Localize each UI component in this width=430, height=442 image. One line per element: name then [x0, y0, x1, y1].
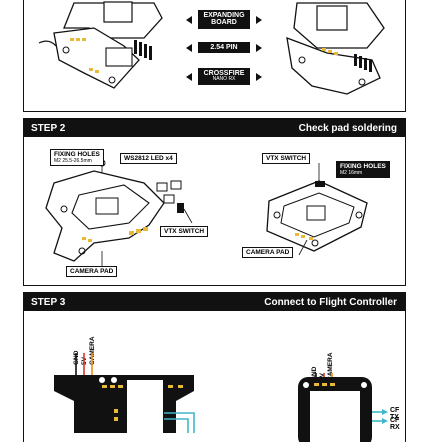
- step2-title: STEP 2: [31, 123, 65, 134]
- camera-pad-left-tag: CAMERA PAD: [66, 266, 117, 277]
- cf-rx-label: CF RX: [390, 417, 405, 431]
- ws2812-tag: WS2812 LED x4: [120, 153, 177, 164]
- step1-panel: EXPANDING BOARD 2.54 PIN CROSSFIRE NANO …: [23, 0, 406, 112]
- vtx-switch-right-tag: VTX SWITCH: [262, 153, 310, 164]
- step2-subtitle: Check pad soldering: [299, 123, 397, 134]
- step2-header: STEP 2 Check pad soldering: [24, 119, 405, 137]
- fixing-holes-left-tag: FIXING HOLES M2 25.5-26.5mm: [50, 149, 104, 166]
- step3-left-board: [44, 313, 214, 433]
- step3-header: STEP 3 Connect to Flight Controller: [24, 293, 405, 311]
- ws2812-text: WS2812 LED x4: [124, 155, 173, 162]
- step3-title: STEP 3: [31, 297, 65, 308]
- fixing-holes-right-sub: M2 16mm: [340, 170, 386, 176]
- step3-panel: STEP 3 Connect to Flight Controller GND …: [23, 292, 406, 442]
- arrow-right-icon: [256, 44, 262, 52]
- vtx-switch-left-text: VTX SWITCH: [164, 228, 204, 235]
- vtx-switch-left-tag: VTX SWITCH: [160, 226, 208, 237]
- step1-right-board: [272, 0, 402, 108]
- fixing-holes-right-tag: FIXING HOLES M2 16mm: [336, 161, 390, 178]
- fixing-holes-left-text: FIXING HOLES: [54, 151, 100, 158]
- step2-panel: STEP 2 Check pad soldering FIXING HOLES …: [23, 118, 406, 286]
- step3-right-board: [284, 363, 404, 442]
- camera-pad-right-tag: CAMERA PAD: [242, 247, 293, 258]
- arrow-left-icon: [186, 73, 192, 81]
- fixing-holes-left-sub: M2 25.5-26.5mm: [54, 158, 100, 164]
- camera-pad-left-text: CAMERA PAD: [70, 268, 113, 275]
- cf-rx-text: CF RX: [390, 417, 400, 431]
- arrow-left-icon: [186, 44, 192, 52]
- arrow-right-icon: [256, 16, 262, 24]
- camera-pad-right-text: CAMERA PAD: [246, 249, 289, 256]
- fixing-holes-right-text: FIXING HOLES: [340, 163, 386, 170]
- arrow-right-icon: [256, 73, 262, 81]
- vtx-switch-right-text: VTX SWITCH: [266, 155, 306, 162]
- arrow-left-icon: [186, 16, 192, 24]
- step3-subtitle: Connect to Flight Controller: [264, 297, 397, 308]
